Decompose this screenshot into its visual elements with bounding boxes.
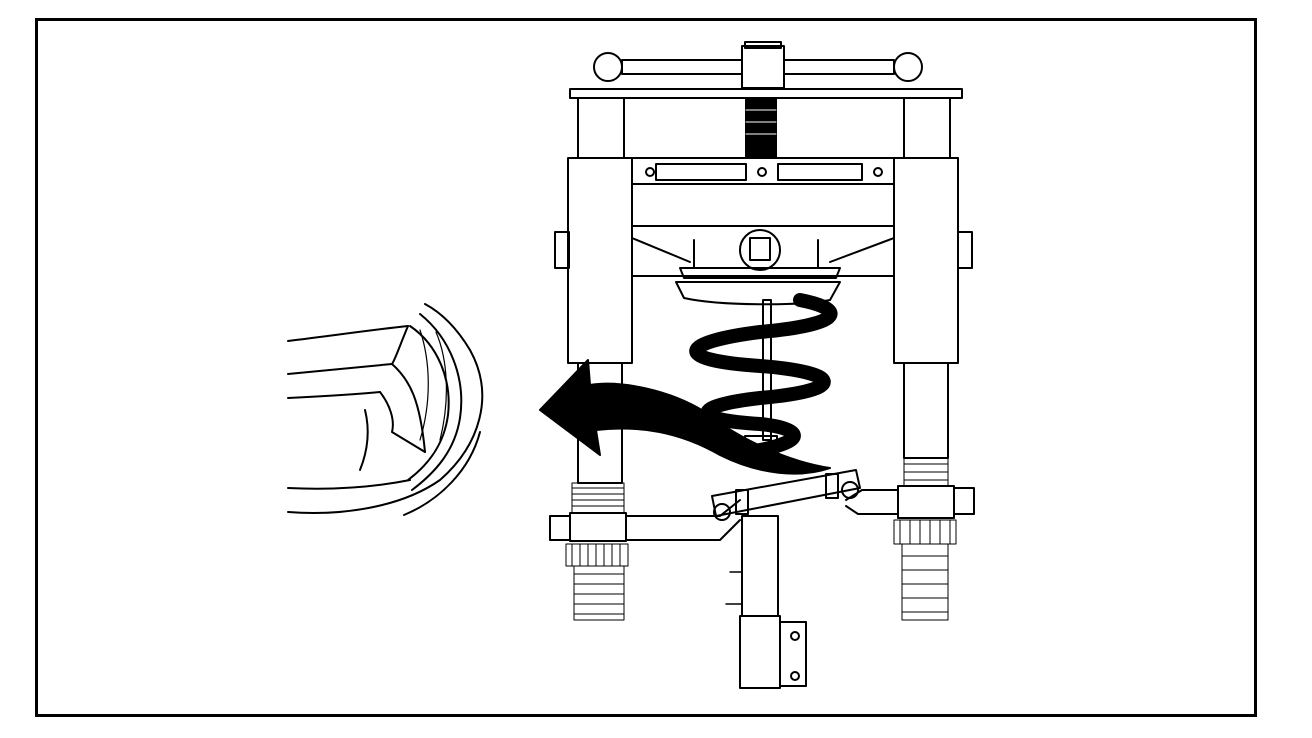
coil-spring	[675, 281, 841, 457]
figure-frame	[35, 18, 1257, 717]
spring-seat-detail-view	[287, 303, 484, 516]
compressor-lower	[549, 457, 975, 689]
rotation-arrow	[539, 359, 831, 475]
compressor-top	[569, 41, 963, 159]
compressor-crossbeam	[631, 157, 895, 279]
